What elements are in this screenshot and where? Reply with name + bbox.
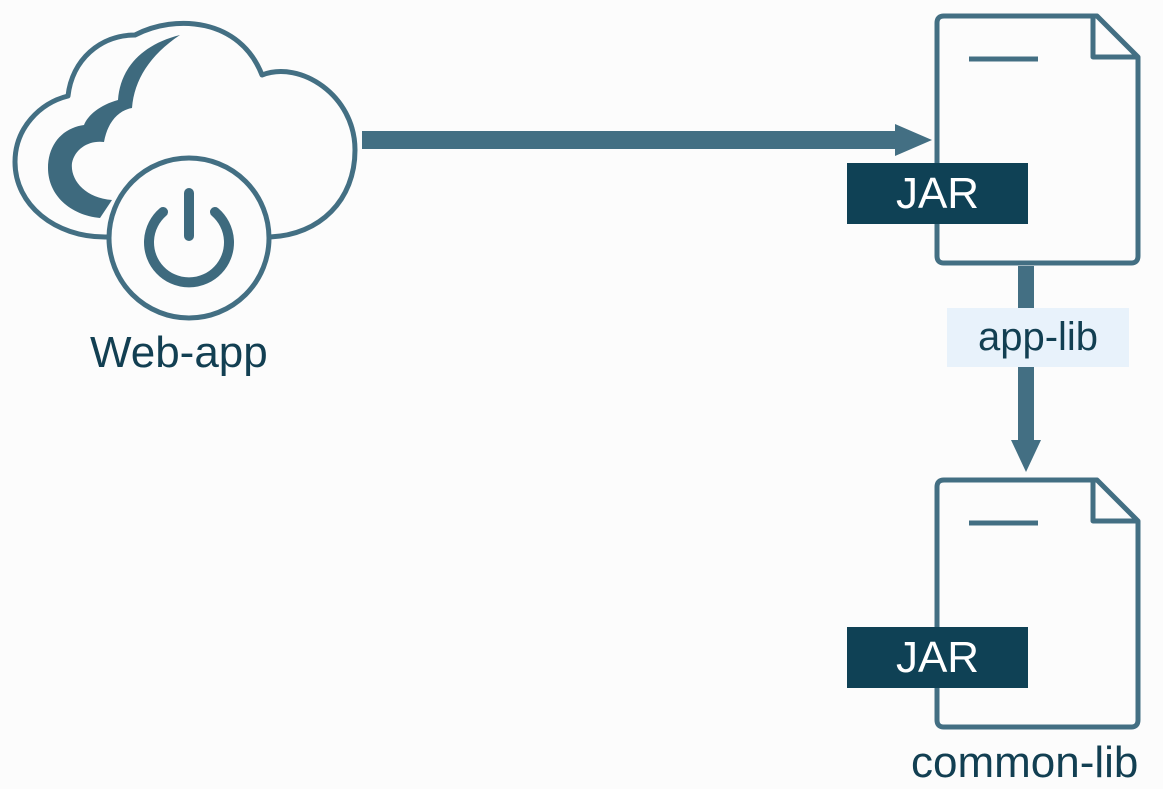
web-app-label: Web-app <box>90 328 268 377</box>
arrow-web-app-to-app-lib <box>362 124 932 156</box>
document-icon-common-lib <box>934 477 1141 730</box>
arrow-app-lib-to-common-lib <box>1011 266 1041 472</box>
document-icon-app-lib <box>934 13 1141 266</box>
common-lib-label: common-lib <box>911 738 1139 787</box>
cloud-inner-shade <box>48 35 180 218</box>
cloud-outline <box>12 20 358 240</box>
power-symbol-arc <box>144 207 234 288</box>
cloud-power-icon <box>12 20 358 321</box>
jar-badge-common-lib: JAR <box>847 627 1028 688</box>
jar-badge-app-lib: JAR <box>847 163 1028 224</box>
edge-label-app-lib: app-lib <box>947 308 1129 367</box>
